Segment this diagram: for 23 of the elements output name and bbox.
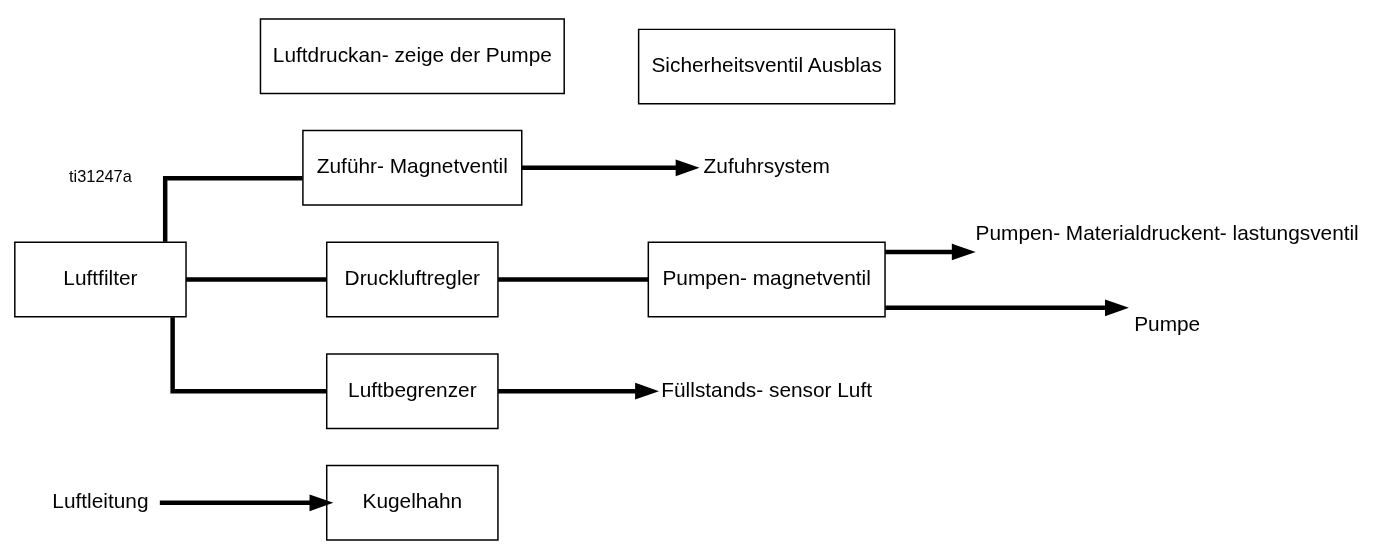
node-text: Pumpen- Materialdruckent- lastungsventil	[975, 220, 1359, 244]
node-box: Luftbegrenzer	[326, 352, 499, 429]
label: ti31247a	[69, 166, 132, 185]
connector	[186, 276, 327, 282]
node-box: Luftdruckan- zeige der Pumpe	[259, 17, 565, 94]
connector	[498, 276, 649, 282]
node-text: Luftleitung	[52, 488, 149, 512]
node-box: Druckluftregler	[326, 241, 499, 317]
arrow	[522, 158, 700, 176]
connector	[162, 175, 303, 242]
node-text: Pumpe	[1134, 311, 1201, 335]
node-box: Zuführ- Magnetventil	[302, 129, 523, 206]
arrow	[885, 298, 1129, 316]
arrow	[498, 382, 659, 399]
node-box: Sicherheitsventil Ausblas	[637, 28, 896, 105]
node-box: Pumpen- magnetventil	[647, 241, 886, 317]
arrow	[159, 493, 334, 511]
node-box: Kugelhahn	[326, 464, 499, 541]
connector	[170, 316, 327, 393]
arrow	[885, 243, 976, 260]
node-box: Luftfilter	[14, 241, 187, 317]
node-text: Zufuhrsystem	[703, 153, 830, 177]
node-text: Füllstands- sensor Luft	[661, 377, 873, 401]
